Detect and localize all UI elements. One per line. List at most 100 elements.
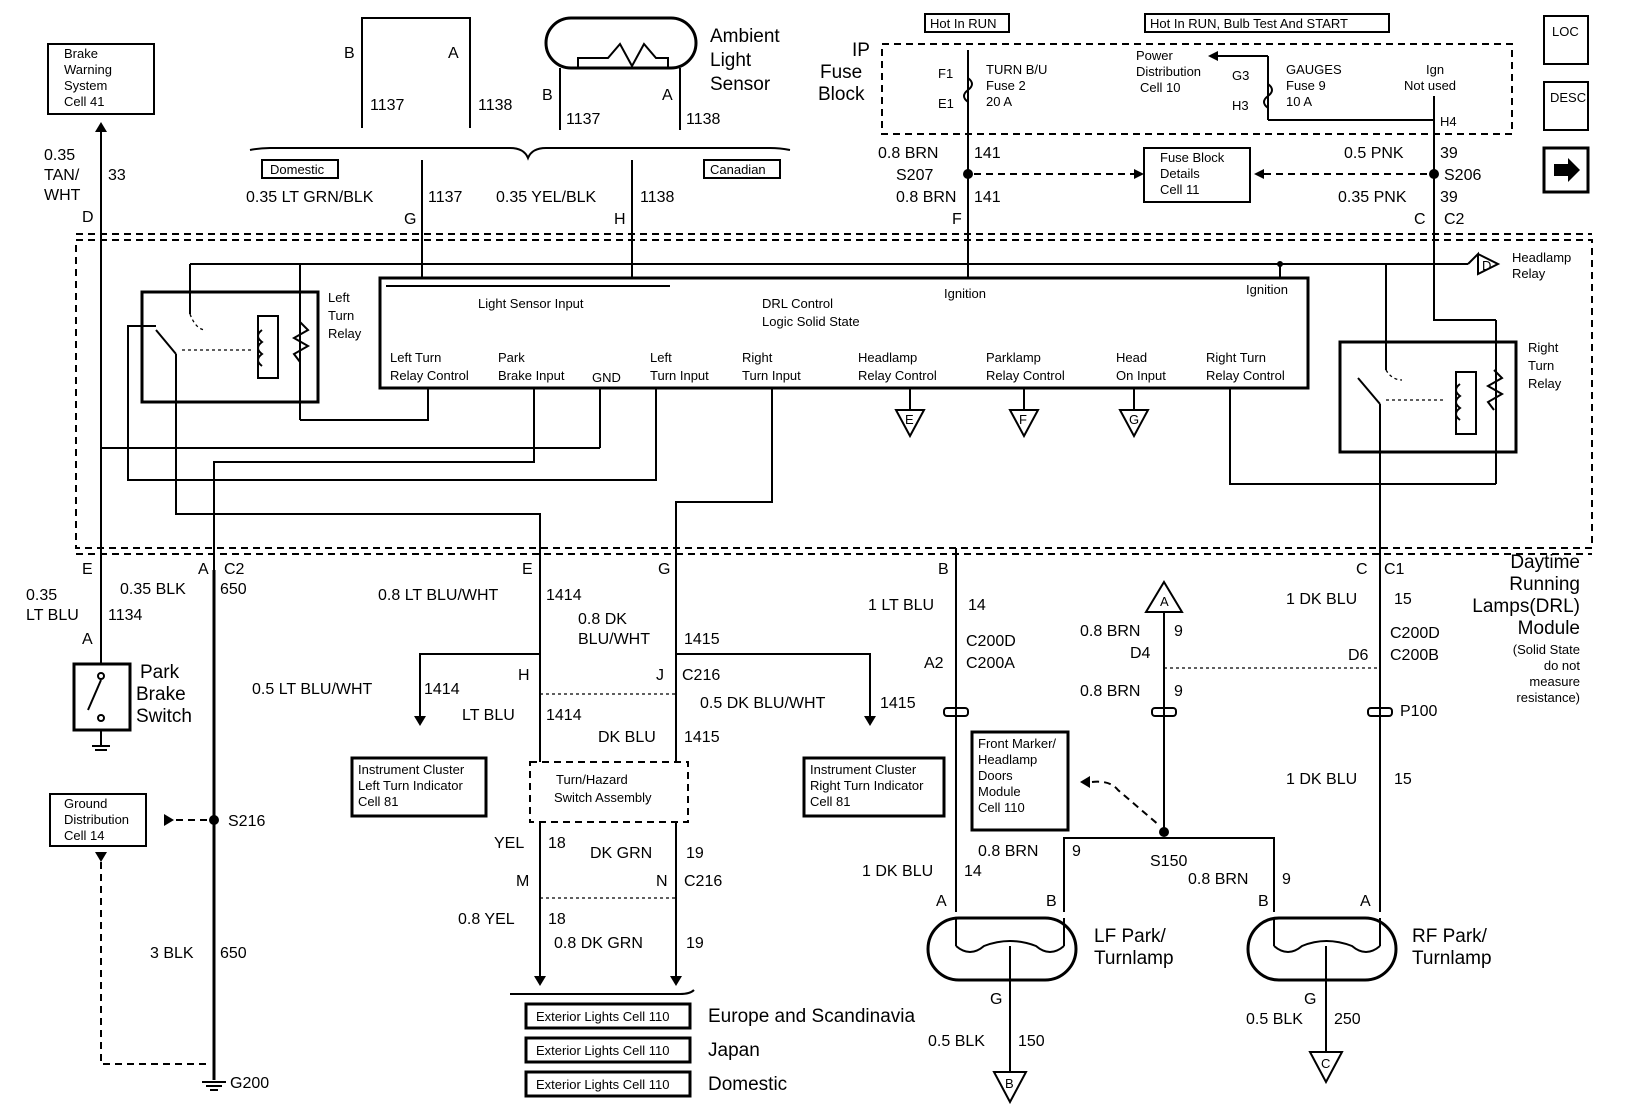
svg-text:18: 18 xyxy=(548,911,566,928)
svg-text:Light Sensor Input: Light Sensor Input xyxy=(478,296,584,311)
svg-text:S216: S216 xyxy=(228,813,265,830)
svg-text:A: A xyxy=(82,631,93,648)
svg-text:B: B xyxy=(1046,893,1057,910)
lf-lamp[interactable] xyxy=(926,916,1078,982)
ip-fuse-block[interactable] xyxy=(881,43,1513,135)
right-turn-relay[interactable] xyxy=(1338,264,1518,484)
rf-lamp[interactable] xyxy=(1246,916,1398,982)
svg-text:P100: P100 xyxy=(1400,703,1437,720)
svg-text:9: 9 xyxy=(1072,843,1081,860)
next-arrow-icon[interactable] xyxy=(1542,146,1590,194)
svg-text:3 BLK: 3 BLK xyxy=(150,945,194,962)
svg-text:0.5 PNK: 0.5 PNK xyxy=(1344,145,1404,162)
lf-lamp-label: LF Park/Turnlamp xyxy=(1094,926,1174,969)
park-brake-switch[interactable] xyxy=(72,662,132,732)
svg-text:0.8 BRN: 0.8 BRN xyxy=(1188,871,1248,888)
svg-text:Exterior Lights Cell 110: Exterior Lights Cell 110 xyxy=(536,1077,669,1092)
svg-text:C2: C2 xyxy=(1444,211,1465,228)
svg-text:1415: 1415 xyxy=(880,695,916,712)
svg-text:14: 14 xyxy=(968,597,986,614)
svg-text:0.8 BRN: 0.8 BRN xyxy=(1080,683,1140,700)
svg-text:1415: 1415 xyxy=(684,729,720,746)
svg-text:Domestic: Domestic xyxy=(270,162,325,177)
splice-s150: S150 xyxy=(1150,853,1187,870)
svg-text:A: A xyxy=(1160,594,1169,609)
svg-text:1415: 1415 xyxy=(684,631,720,648)
tri-g: G xyxy=(1118,388,1150,439)
pin-d-left: D xyxy=(82,209,94,226)
ext-lights-europe[interactable]: Exterior Lights Cell 110 xyxy=(524,1002,692,1030)
svg-text:1 LT BLU: 1 LT BLU xyxy=(868,597,934,614)
svg-text:H: H xyxy=(518,667,530,684)
svg-text:G: G xyxy=(404,211,416,228)
domestic-sensor: B A 1137 1138 xyxy=(344,17,513,128)
svg-text:1137: 1137 xyxy=(370,97,405,114)
loc-icon[interactable]: LOC xyxy=(1543,15,1589,65)
svg-text:B: B xyxy=(344,45,355,62)
ext-lights-domestic[interactable]: Exterior Lights Cell 110 xyxy=(524,1070,692,1098)
svg-text:A: A xyxy=(662,87,673,104)
svg-text:39: 39 xyxy=(1440,189,1458,206)
svg-text:0.8 BRN: 0.8 BRN xyxy=(1080,623,1140,640)
svg-text:0.8 BRN: 0.8 BRN xyxy=(978,843,1038,860)
drl-module-boundary[interactable] xyxy=(75,239,1593,549)
svg-text:9: 9 xyxy=(1174,683,1183,700)
svg-text:0.8 LT BLU/WHT: 0.8 LT BLU/WHT xyxy=(378,587,499,604)
wire-ltgrn-blk: 0.35 LT GRN/BLK xyxy=(246,189,374,206)
fuse-block-details-box[interactable] xyxy=(1143,147,1251,203)
left-turn-relay[interactable] xyxy=(140,264,320,420)
svg-text:C: C xyxy=(1356,561,1368,578)
svg-text:Hot In RUN, Bulb Test And STAR: Hot In RUN, Bulb Test And START xyxy=(1150,16,1348,31)
svg-text:1138: 1138 xyxy=(686,111,721,128)
svg-text:G: G xyxy=(1129,412,1139,427)
svg-text:9: 9 xyxy=(1174,623,1183,640)
svg-text:GND: GND xyxy=(592,370,621,385)
rf-lamp-label: RF Park/Turnlamp xyxy=(1412,926,1492,969)
svg-text:0.5 DK BLU/WHT: 0.5 DK BLU/WHT xyxy=(700,695,826,712)
ground-dist-box[interactable] xyxy=(49,793,147,847)
tri-b-ground xyxy=(992,1071,1028,1105)
tri-c-ground xyxy=(1308,1051,1344,1085)
svg-text:Exterior Lights Cell 110: Exterior Lights Cell 110 xyxy=(536,1043,669,1058)
ambient-light-sensor[interactable]: B A 1137 1138 xyxy=(542,16,721,130)
desc-icon[interactable]: DESC xyxy=(1543,81,1589,131)
svg-text:M: M xyxy=(516,873,529,890)
ext-lights-japan[interactable]: Exterior Lights Cell 110 xyxy=(524,1036,692,1064)
svg-text:H4: H4 xyxy=(1440,114,1457,129)
svg-text:Japan: Japan xyxy=(708,1040,760,1061)
svg-text:18: 18 xyxy=(548,835,566,852)
svg-text:Domestic: Domestic xyxy=(708,1074,787,1095)
svg-text:650: 650 xyxy=(220,581,247,598)
svg-text:C200D: C200D xyxy=(1390,625,1440,642)
svg-text:Hot In RUN: Hot In RUN xyxy=(930,16,996,31)
svg-text:H: H xyxy=(614,211,626,228)
svg-text:C2: C2 xyxy=(224,561,245,578)
svg-text:0.5 LT BLU/WHT: 0.5 LT BLU/WHT xyxy=(252,681,373,698)
drl-logic-box[interactable] xyxy=(378,276,1310,390)
svg-text:C1: C1 xyxy=(1384,561,1405,578)
svg-text:C: C xyxy=(1321,1056,1330,1071)
svg-text:G: G xyxy=(990,991,1002,1008)
svg-text:1138: 1138 xyxy=(640,189,675,206)
svg-text:19: 19 xyxy=(686,845,704,862)
svg-text:C200B: C200B xyxy=(1390,647,1439,664)
svg-text:39: 39 xyxy=(1440,145,1458,162)
svg-text:Exterior Lights Cell 110: Exterior Lights Cell 110 xyxy=(536,1009,669,1024)
svg-text:1 DK BLU: 1 DK BLU xyxy=(1286,591,1357,608)
svg-text:A: A xyxy=(448,45,459,62)
